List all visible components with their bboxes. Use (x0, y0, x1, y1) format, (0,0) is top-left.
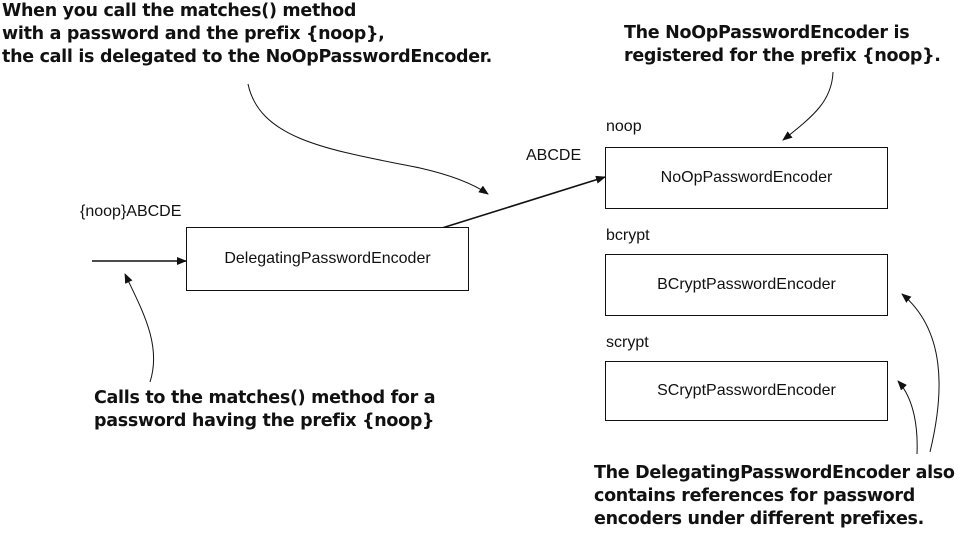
annotation-line: Calls to the matches() method for a (94, 388, 436, 408)
pointer-bottom-right-upper (901, 293, 940, 453)
annotation-bottom-right: The DelegatingPasswordEncoder also conta… (594, 462, 955, 531)
prefix-label-bcrypt: bcrypt (606, 227, 650, 244)
delegate-arrow (441, 175, 606, 229)
delegating-encoder-name: DelegatingPasswordEncoder (224, 250, 431, 267)
annotation-line: contains references for password (594, 486, 915, 506)
scrypt-encoder-box: SCryptPasswordEncoder (605, 361, 888, 421)
delegating-encoder-box: DelegatingPasswordEncoder (186, 227, 469, 291)
pointer-bottom-left (124, 273, 155, 383)
prefix-label-noop: noop (606, 118, 642, 135)
annotation-line: The NoOpPasswordEncoder is (624, 23, 910, 43)
delegate-label: ABCDE (526, 147, 582, 164)
annotation-bottom-left: Calls to the matches() method for a pass… (94, 387, 436, 433)
annotation-line: with a password and the prefix {noop}, (2, 24, 385, 44)
bcrypt-encoder-name: BCryptPasswordEncoder (657, 276, 836, 293)
annotation-line: password having the prefix {noop} (94, 411, 435, 431)
pointer-top-right (782, 71, 834, 141)
noop-encoder-box: NoOpPasswordEncoder (605, 147, 888, 209)
annotation-line: the call is delegated to the NoOpPasswor… (2, 47, 492, 67)
input-label: {noop}ABCDE (80, 203, 182, 220)
noop-encoder-name: NoOpPasswordEncoder (660, 169, 833, 186)
pointer-top-left (247, 83, 489, 195)
bcrypt-encoder-box: BCryptPasswordEncoder (605, 254, 888, 316)
annotation-top-left: When you call the matches() method with … (2, 0, 492, 69)
prefix-label-scrypt: scrypt (606, 334, 649, 351)
annotation-top-right: The NoOpPasswordEncoder is registered fo… (624, 22, 941, 68)
annotation-line: registered for the prefix {noop}. (624, 46, 941, 66)
pointer-bottom-right-lower (897, 380, 918, 455)
annotation-line: The DelegatingPasswordEncoder also (594, 463, 955, 483)
scrypt-encoder-name: SCryptPasswordEncoder (657, 382, 836, 399)
annotation-line: When you call the matches() method (2, 1, 357, 21)
annotation-line: encoders under different prefixes. (594, 509, 924, 529)
